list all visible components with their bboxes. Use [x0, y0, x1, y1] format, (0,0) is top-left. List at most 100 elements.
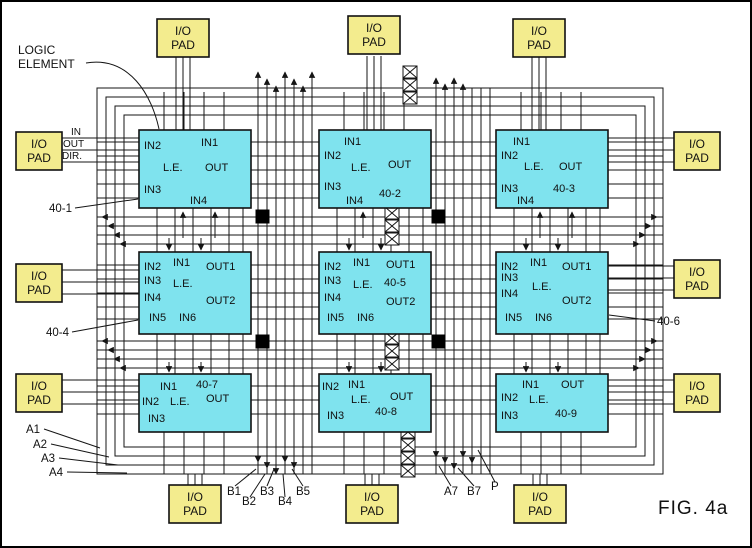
ref-a7: A7	[444, 486, 458, 498]
le-name: L.E.	[529, 394, 549, 406]
io-pad-box	[15, 373, 63, 413]
le-ref-number: 40-7	[196, 379, 218, 391]
logic-element-40-8: IN2 IN1 L.E. OUT IN3 40-8	[318, 373, 432, 433]
pin-label-in3: IN3	[144, 275, 161, 287]
pin-label-in3: IN3	[148, 413, 165, 425]
le-name: L.E.	[163, 162, 183, 174]
io-pad-label: PAD	[362, 35, 386, 49]
ref-a4: A4	[49, 467, 64, 479]
wire	[402, 65, 418, 79]
io-pad-top-2: I/O PAD	[347, 15, 401, 55]
routing-ring	[105, 96, 655, 466]
io-pad-box	[347, 15, 401, 55]
pin-label-in6: IN6	[179, 312, 196, 324]
ref-40-1: 40-1	[49, 203, 72, 215]
leader-p	[477, 449, 496, 483]
ref-40-4: 40-4	[46, 327, 70, 339]
pin-label-in6: IN6	[535, 312, 552, 324]
logic-element-box	[318, 251, 432, 335]
pin-label-in5: IN5	[327, 312, 344, 324]
le-ref-number: 40-9	[555, 408, 577, 420]
pin-label-in1: IN1	[160, 381, 177, 393]
io-pad-box	[15, 263, 63, 303]
logic-element-box	[318, 129, 432, 209]
pin-label-in1: IN1	[348, 379, 365, 391]
io-pad-label: I/O	[689, 265, 705, 279]
pin-label-in2: IN2	[142, 396, 159, 408]
logic-element-box	[138, 373, 252, 433]
io-pad-right-3: I/O PAD	[673, 373, 721, 413]
leader-a1	[43, 428, 101, 449]
le-name: L.E.	[170, 396, 190, 408]
pin-label-out1: OUT1	[206, 261, 235, 273]
pin-label-in4: IN4	[144, 292, 161, 304]
io-pad-bottom-2: I/O PAD	[345, 484, 399, 524]
pin-label-out2: OUT2	[562, 295, 591, 307]
ref-a1: A1	[26, 424, 40, 436]
io-pad-box	[513, 484, 567, 524]
leader-a3	[58, 457, 119, 466]
junction-square	[255, 334, 270, 349]
io-pad-box	[673, 259, 721, 299]
pin-label-in4: IN4	[324, 292, 341, 304]
pin-label-in1: IN1	[522, 379, 539, 391]
pad-signal-in-label: IN	[71, 127, 81, 138]
le-ref-number: 40-5	[384, 277, 406, 289]
le-name: L.E.	[351, 394, 371, 406]
pin-label-in2: IN2	[324, 261, 341, 273]
wire	[384, 219, 400, 233]
io-pad-right-1: I/O PAD	[673, 131, 721, 171]
io-pad-label: I/O	[175, 24, 191, 38]
io-pad-label: I/O	[689, 379, 705, 393]
io-pad-label: PAD	[685, 393, 709, 407]
io-pad-top-3: I/O PAD	[512, 18, 566, 58]
io-pad-bottom-1: I/O PAD	[168, 484, 222, 524]
io-pad-label: PAD	[27, 151, 51, 165]
pin-label-in3: IN3	[144, 184, 161, 196]
leader-logic-element	[85, 61, 160, 130]
io-pad-label: I/O	[689, 137, 705, 151]
io-pad-label: I/O	[531, 24, 547, 38]
junction-square	[431, 334, 446, 349]
routing-ring	[114, 105, 646, 457]
leader-a4	[66, 471, 128, 474]
wire	[384, 344, 400, 358]
logic-element-40-3: IN1 IN2 L.E. OUT IN3 40-3 IN4	[495, 129, 609, 209]
le-ref-number: 40-2	[379, 188, 401, 200]
leader-b3	[266, 468, 275, 487]
wire	[402, 78, 418, 92]
pin-label-in3: IN3	[501, 183, 518, 195]
wire	[384, 232, 400, 246]
le-name: L.E.	[532, 281, 552, 293]
pin-label-in2: IN2	[322, 381, 339, 393]
io-pad-label: PAD	[685, 279, 709, 293]
le-name: L.E.	[353, 279, 373, 291]
pin-label-out: OUT	[388, 159, 412, 171]
le-ref-number: 40-3	[553, 183, 575, 195]
junction-square	[255, 209, 270, 224]
pad-signal-out-label: OUT	[63, 139, 84, 150]
io-pad-label: PAD	[527, 38, 551, 52]
pin-label-in3: IN3	[501, 272, 518, 284]
io-pad-label: PAD	[685, 151, 709, 165]
pin-label-in1: IN1	[201, 137, 218, 149]
pin-label-in2: IN2	[501, 150, 518, 162]
leader-b2	[249, 473, 266, 498]
pin-label-out1: OUT1	[386, 259, 415, 271]
leader-a2	[50, 443, 110, 458]
logic-element-box	[495, 251, 609, 335]
io-pad-label: PAD	[27, 393, 51, 407]
logic-element-box	[138, 129, 252, 209]
io-pad-label: I/O	[364, 490, 380, 504]
io-pad-bottom-3: I/O PAD	[513, 484, 567, 524]
wire	[400, 451, 416, 465]
pin-label-in3: IN3	[324, 181, 341, 193]
io-pad-box	[512, 18, 566, 58]
pin-label-out: OUT	[206, 393, 230, 405]
io-pad-label: I/O	[366, 21, 382, 35]
pin-label-in2: IN2	[324, 150, 341, 162]
pin-label-in1: IN1	[344, 136, 361, 148]
annotations: LOGIC ELEMENT IN OUT DIR. 40-1 40-4 40-6…	[18, 43, 727, 519]
logic-element-40-9: IN1 OUT IN2 L.E. IN3 40-9	[495, 373, 609, 433]
